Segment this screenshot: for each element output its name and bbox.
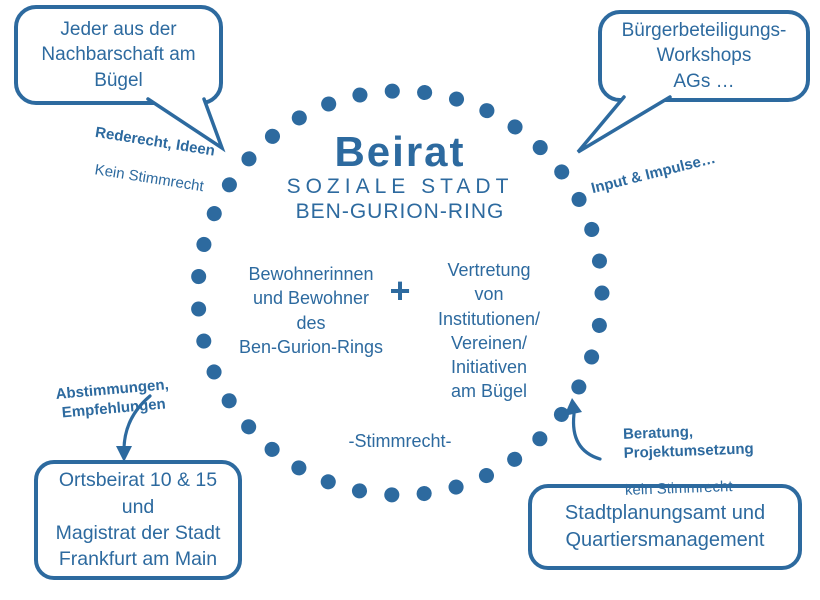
- info-box-bottom-right: [528, 484, 802, 570]
- annotation-beratung-regular: kein Stimmrecht: [624, 478, 733, 499]
- speech-bubble-top-right: [598, 10, 810, 102]
- arrowhead-abstimmungen: [116, 446, 132, 462]
- arrowhead-beratung: [564, 398, 582, 416]
- bubble-tail-top-left: [146, 97, 226, 153]
- bubble-tail-top-right: [576, 95, 672, 154]
- annotation-rederecht-regular: Kein Stimmrecht: [93, 161, 205, 196]
- ring-subtitle-line2: BEN-GURION-RING: [295, 200, 505, 223]
- speech-bubble-top-left: [14, 5, 223, 105]
- box-bottom-left-text: Ortsbeirat 10 & 15 und Magistrat der Sta…: [55, 469, 221, 571]
- annotation-abstimmungen: Abstimmungen, Empfehlungen: [41, 356, 185, 443]
- curved-arrow-beratung: [571, 412, 602, 461]
- box-bottom-right-text: Stadtplanungsamt und Quartiersmanagement: [564, 502, 766, 551]
- info-box-bottom-left: [34, 460, 242, 580]
- annotation-beratung-bold: Beratung, Projektumsetzung: [622, 423, 754, 462]
- residents-text: Bewohnerinnen und Bewohner des Ben-Gurio…: [238, 264, 384, 357]
- dotted-ring: [190, 83, 610, 503]
- institutions-text: Vertretung von Institutionen/ Vereinen/ …: [437, 260, 541, 402]
- curved-arrow-abstimmungen: [122, 394, 152, 452]
- plus-sign: +: [389, 270, 411, 311]
- annotation-rederecht-bold: Rederecht, Ideen: [94, 123, 217, 160]
- annotation-abstimmungen-text: Abstimmungen, Empfehlungen: [54, 375, 170, 421]
- voting-right-note: -Stimmrecht-: [348, 431, 452, 451]
- annotation-beratung: Beratung, Projektumsetzung kein Stimmrec…: [622, 401, 791, 519]
- ring-subtitle-line1: SOZIALE STADT: [286, 175, 514, 198]
- bubble-top-right-text: Bürgerbeteiligungs- Workshops AGs …: [621, 20, 787, 92]
- bubble-top-left-text: Jeder aus der Nachbarschaft am Bügel: [41, 19, 196, 91]
- ring-title: Beirat: [334, 128, 466, 175]
